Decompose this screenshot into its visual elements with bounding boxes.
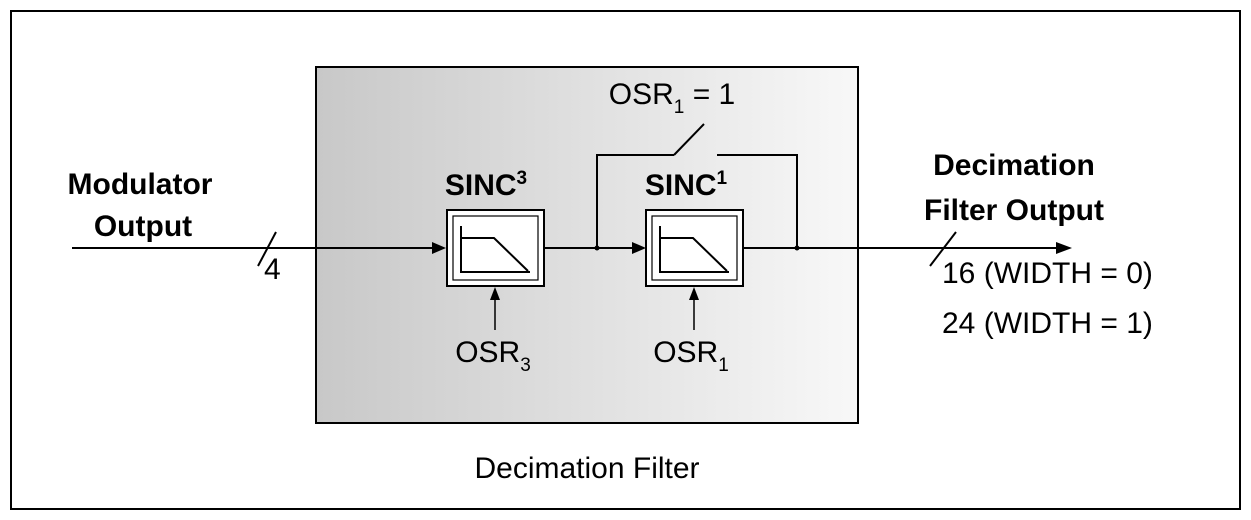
sinc3-lowpass-icon [446, 209, 545, 287]
input-label-line1: Modulator [68, 168, 213, 201]
input-label-line2: Output [94, 210, 192, 243]
outer-frame [10, 10, 1241, 510]
osr3-control-arrowhead [490, 287, 500, 300]
input-arrowhead [432, 242, 446, 254]
container-caption: Decimation Filter [474, 452, 699, 485]
output-bus-slash [929, 231, 957, 267]
osr1-label-base: OSR [653, 336, 718, 369]
sinc1-lowpass-icon [659, 226, 729, 273]
output-arrowhead [1056, 242, 1072, 254]
bypass-label-rest: = 1 [684, 78, 735, 111]
output-label-line2: Filter Output [924, 194, 1104, 227]
sinc3-superscript: 3 [517, 168, 528, 189]
osr1-label: OSR1 [653, 336, 729, 376]
osr1-control-arrowhead [689, 287, 699, 300]
sinc1-title: SINC1 [645, 168, 728, 202]
osr3-label-base: OSR [455, 336, 520, 369]
osr3-label: OSR3 [455, 336, 531, 376]
sinc1-block [645, 209, 744, 287]
sinc3-title: SINC3 [445, 168, 527, 202]
osr1-label-sub: 1 [718, 355, 729, 376]
output-width-24: 24 (WIDTH = 1) [942, 307, 1153, 340]
output-width-16: 16 (WIDTH = 0) [942, 257, 1153, 290]
inter-block-arrowhead [632, 242, 646, 254]
decimation-filter-container [315, 66, 859, 424]
bypass-label: OSR1 = 1 [609, 78, 735, 118]
bypass-label-sub: 1 [674, 97, 685, 118]
output-label-line1: Decimation [933, 149, 1095, 182]
input-bus-slash [257, 231, 277, 267]
input-bus-width: 4 [264, 253, 281, 286]
sinc3-name: SINC [445, 169, 517, 202]
bypass-label-base: OSR [609, 78, 674, 111]
osr3-label-sub: 3 [520, 355, 531, 376]
sinc1-superscript: 1 [717, 168, 728, 189]
sinc1-name: SINC [645, 169, 717, 202]
